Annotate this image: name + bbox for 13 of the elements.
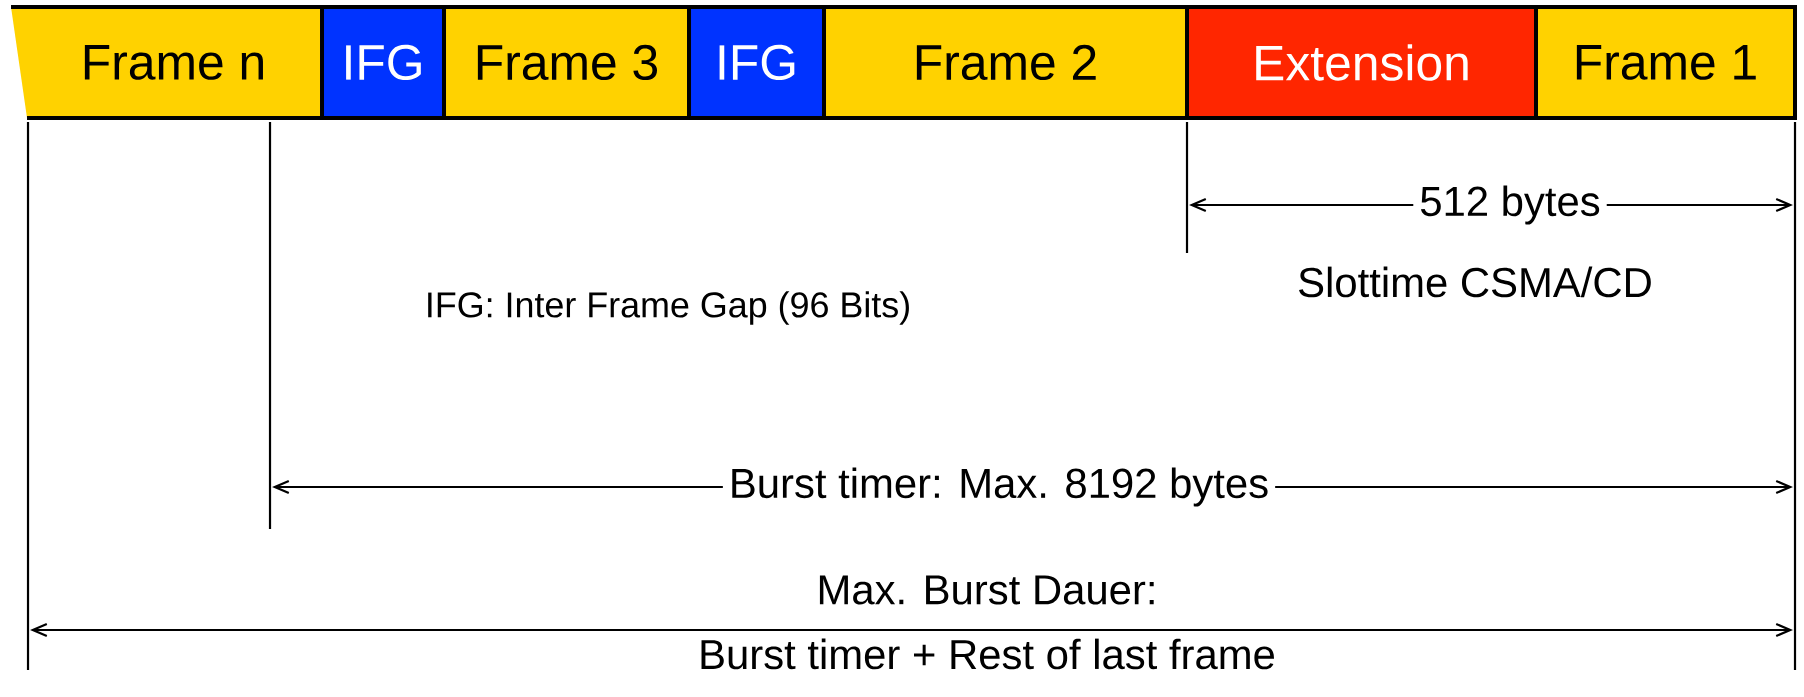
dimension-label: 512 bytes (1413, 179, 1607, 231)
dimension-label: Burst timer: Max. 8192 bytes (722, 461, 1276, 513)
dimension-label: Slottime CSMA/CD (1299, 266, 1651, 298)
dimension-label: Burst timer + Rest of last frame (701, 638, 1274, 670)
dimension-label: IFG: Inter Frame Gap (96 Bits) (428, 291, 909, 325)
frame-field: Frame 1 (1534, 5, 1797, 120)
dimension-label: Max. Burst Dauer: (810, 569, 1164, 611)
frame-field: Frame 3 (442, 5, 691, 120)
gap-field: IFG (687, 5, 826, 120)
frame-field: Frame 2 (822, 5, 1189, 120)
extension-field: Extension (1185, 5, 1538, 120)
gap-field: IFG (320, 5, 446, 120)
frame-field: Frame n (11, 5, 322, 120)
